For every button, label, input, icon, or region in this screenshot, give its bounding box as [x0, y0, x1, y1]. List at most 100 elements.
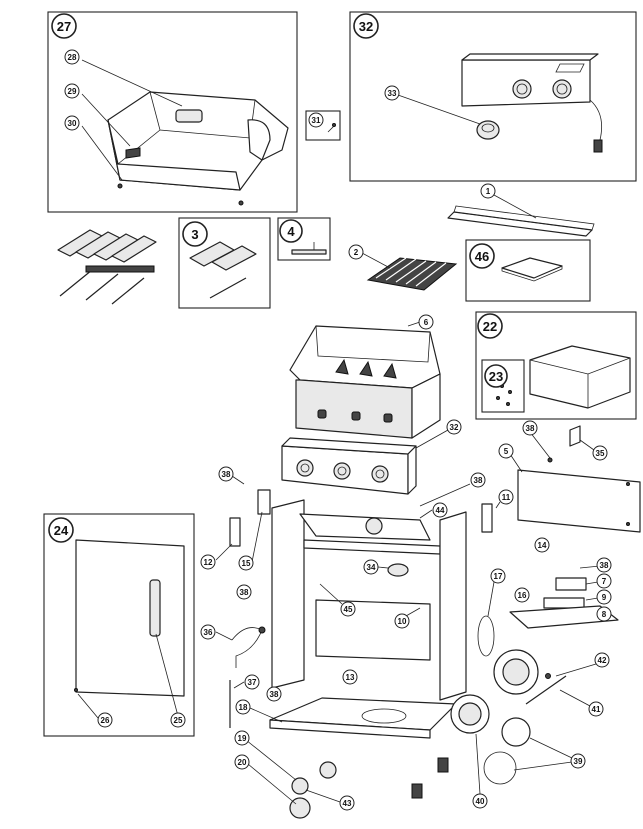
callout-14: 14 [534, 537, 550, 553]
callout-19: 19 [234, 730, 250, 746]
callout-25: 25 [170, 712, 186, 728]
svg-text:29: 29 [68, 87, 77, 96]
callout-26: 26 [97, 712, 113, 728]
callout-38a: 38 [522, 420, 538, 436]
callout-45: 45 [340, 601, 356, 617]
igniter-37 [229, 680, 245, 728]
callout-38d: 38 [236, 584, 252, 600]
svg-text:14: 14 [538, 541, 547, 550]
callout-17: 17 [490, 568, 506, 584]
door-box [43, 513, 195, 737]
svg-text:38: 38 [526, 424, 535, 433]
lid-assembly-box [47, 11, 298, 213]
callout-40: 40 [472, 793, 488, 809]
callout-24: 24 [48, 517, 74, 543]
callout-15: 15 [238, 555, 254, 571]
callout-32b: 32 [446, 419, 462, 435]
side-burner-box [475, 311, 637, 420]
svg-text:39: 39 [574, 757, 583, 766]
knob-34 [377, 563, 409, 577]
firebox [289, 321, 441, 439]
svg-text:33: 33 [388, 89, 397, 98]
callout-18: 18 [235, 699, 251, 715]
svg-text:8: 8 [602, 610, 607, 619]
svg-text:40: 40 [476, 797, 485, 806]
callout-20: 20 [234, 754, 250, 770]
callout-42: 42 [594, 652, 610, 668]
mounted-control-panel [281, 429, 449, 495]
svg-text:46: 46 [475, 249, 489, 264]
left-hinge-parts [215, 471, 271, 563]
svg-text:20: 20 [238, 758, 247, 767]
callout-2: 2 [348, 244, 364, 260]
svg-text:38: 38 [600, 561, 609, 570]
callout-29: 29 [64, 83, 80, 99]
svg-text:3: 3 [191, 227, 198, 242]
svg-text:35: 35 [596, 449, 605, 458]
callout-34: 34 [363, 559, 379, 575]
callout-36: 36 [200, 624, 216, 640]
callout-6: 6 [418, 314, 434, 330]
callout-5: 5 [498, 443, 514, 459]
svg-text:22: 22 [483, 319, 497, 334]
callout-41: 41 [588, 701, 604, 717]
side-shelf-panel [509, 431, 641, 533]
svg-text:30: 30 [68, 119, 77, 128]
part-46-box [465, 239, 591, 302]
svg-text:32: 32 [450, 423, 459, 432]
svg-text:45: 45 [344, 605, 353, 614]
warming-rack [447, 194, 595, 237]
callout-16: 16 [514, 587, 530, 603]
svg-text:38: 38 [474, 476, 483, 485]
callout-38b: 38 [218, 466, 234, 482]
callout-38f: 38 [266, 686, 282, 702]
svg-text:32: 32 [359, 19, 373, 34]
casters [245, 739, 449, 819]
svg-text:36: 36 [204, 628, 213, 637]
callout-46: 46 [469, 243, 495, 269]
callout-38c: 38 [470, 472, 486, 488]
svg-text:7: 7 [602, 577, 607, 586]
callout-39: 39 [570, 753, 586, 769]
callout-3: 3 [182, 221, 208, 247]
svg-text:2: 2 [354, 248, 359, 257]
svg-text:42: 42 [598, 656, 607, 665]
callout-22: 22 [477, 313, 503, 339]
wheels [450, 649, 597, 795]
callout-7: 7 [596, 573, 612, 589]
svg-text:24: 24 [54, 523, 69, 538]
callout-28: 28 [64, 49, 80, 65]
callout-35: 35 [592, 445, 608, 461]
svg-text:44: 44 [436, 506, 445, 515]
svg-text:1: 1 [486, 187, 491, 196]
svg-text:28: 28 [68, 53, 77, 62]
svg-text:23: 23 [489, 369, 503, 384]
svg-text:13: 13 [346, 673, 355, 682]
svg-text:19: 19 [238, 734, 247, 743]
callout-12: 12 [200, 554, 216, 570]
callout-37: 37 [244, 674, 260, 690]
svg-text:25: 25 [174, 716, 183, 725]
svg-text:11: 11 [502, 493, 511, 502]
svg-text:17: 17 [494, 572, 503, 581]
svg-text:31: 31 [312, 116, 321, 125]
svg-text:34: 34 [367, 563, 376, 572]
svg-text:5: 5 [504, 447, 509, 456]
svg-text:10: 10 [398, 617, 407, 626]
callout-30: 30 [64, 115, 80, 131]
callout-23: 23 [484, 364, 508, 388]
bracket-35 [569, 425, 595, 451]
callout-8: 8 [596, 606, 612, 622]
callout-31: 31 [308, 112, 324, 128]
callout-32a: 32 [353, 13, 379, 39]
burner-tubes [57, 229, 157, 305]
callout-10: 10 [394, 613, 410, 629]
hose-36 [215, 626, 266, 668]
svg-text:9: 9 [602, 593, 607, 602]
svg-text:4: 4 [287, 224, 295, 239]
svg-text:18: 18 [239, 703, 248, 712]
svg-text:37: 37 [248, 678, 257, 687]
callout-4: 4 [279, 219, 303, 243]
svg-text:15: 15 [242, 559, 251, 568]
